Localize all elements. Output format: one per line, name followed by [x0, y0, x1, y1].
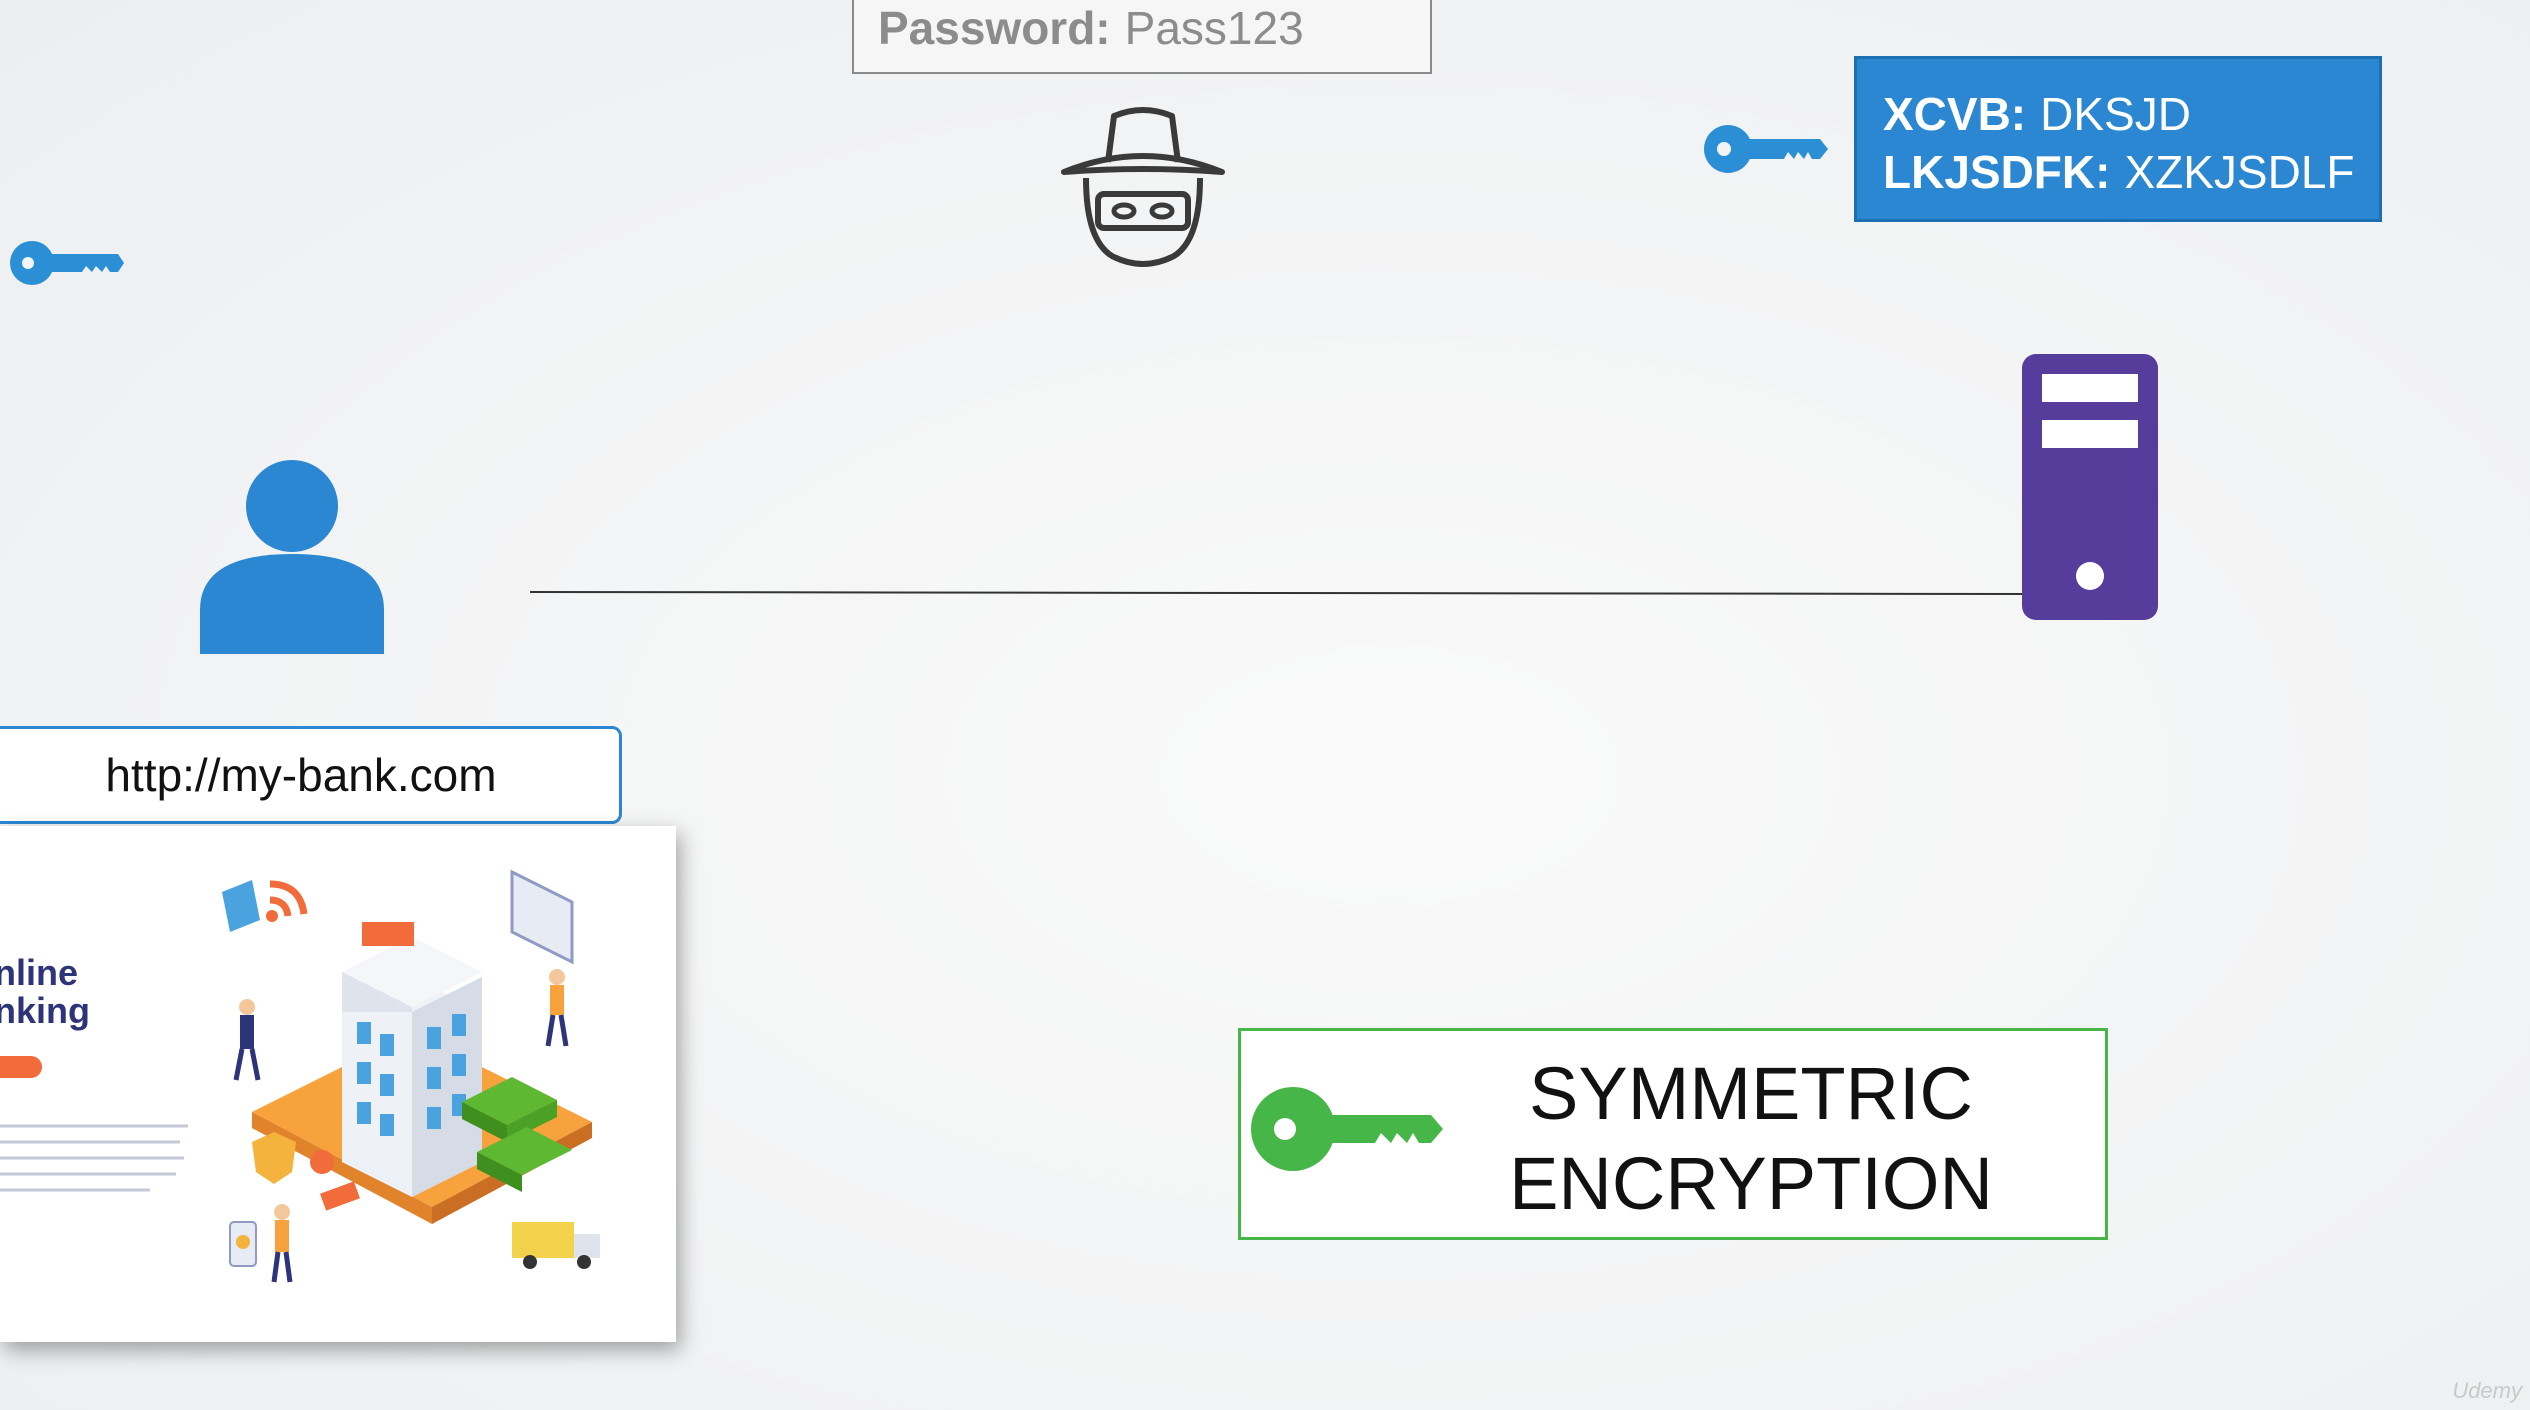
encrypted-data-box: XCVB:DKSJD LKJSDFK:XZKJSDLF: [1854, 56, 2382, 222]
user-icon: [200, 460, 384, 654]
symmetric-encryption-label: SYMMETRIC ENCRYPTION: [1509, 1052, 1993, 1225]
encrypted-value: XZKJSDLF: [2124, 146, 2355, 198]
website-cta-button: [0, 1056, 42, 1078]
encrypted-key: LKJSDFK:: [1883, 146, 2111, 198]
key-icon: [1704, 125, 1828, 173]
encrypted-value: DKSJD: [2040, 88, 2191, 140]
symmetric-encryption-box: SYMMETRIC ENCRYPTION: [1238, 1028, 2108, 1240]
connection-line: [530, 588, 2046, 600]
password-label: Password:: [878, 2, 1111, 54]
url-text: http://my-bank.com: [105, 749, 497, 801]
url-bar[interactable]: http://my-bank.com: [0, 726, 622, 824]
watermark-logo: Udemy: [2452, 1378, 2522, 1403]
isometric-bank-illustration: [222, 869, 600, 1283]
key-icon: [10, 241, 124, 285]
server-icon: [2022, 354, 2158, 620]
website-preview: nline nking: [0, 826, 676, 1342]
encrypted-row: XCVB:DKSJD: [1883, 85, 2379, 143]
password-box: Password:Pass123: [852, 0, 1432, 74]
website-title: nline nking: [0, 952, 90, 1031]
hacker-icon: [1061, 107, 1225, 267]
website-text-lines: [0, 1124, 188, 1192]
key-icon: [1251, 1087, 1443, 1171]
password-value: Pass123: [1124, 2, 1304, 54]
encrypted-row: LKJSDFK:XZKJSDLF: [1883, 143, 2379, 201]
encrypted-key: XCVB:: [1883, 88, 2027, 140]
